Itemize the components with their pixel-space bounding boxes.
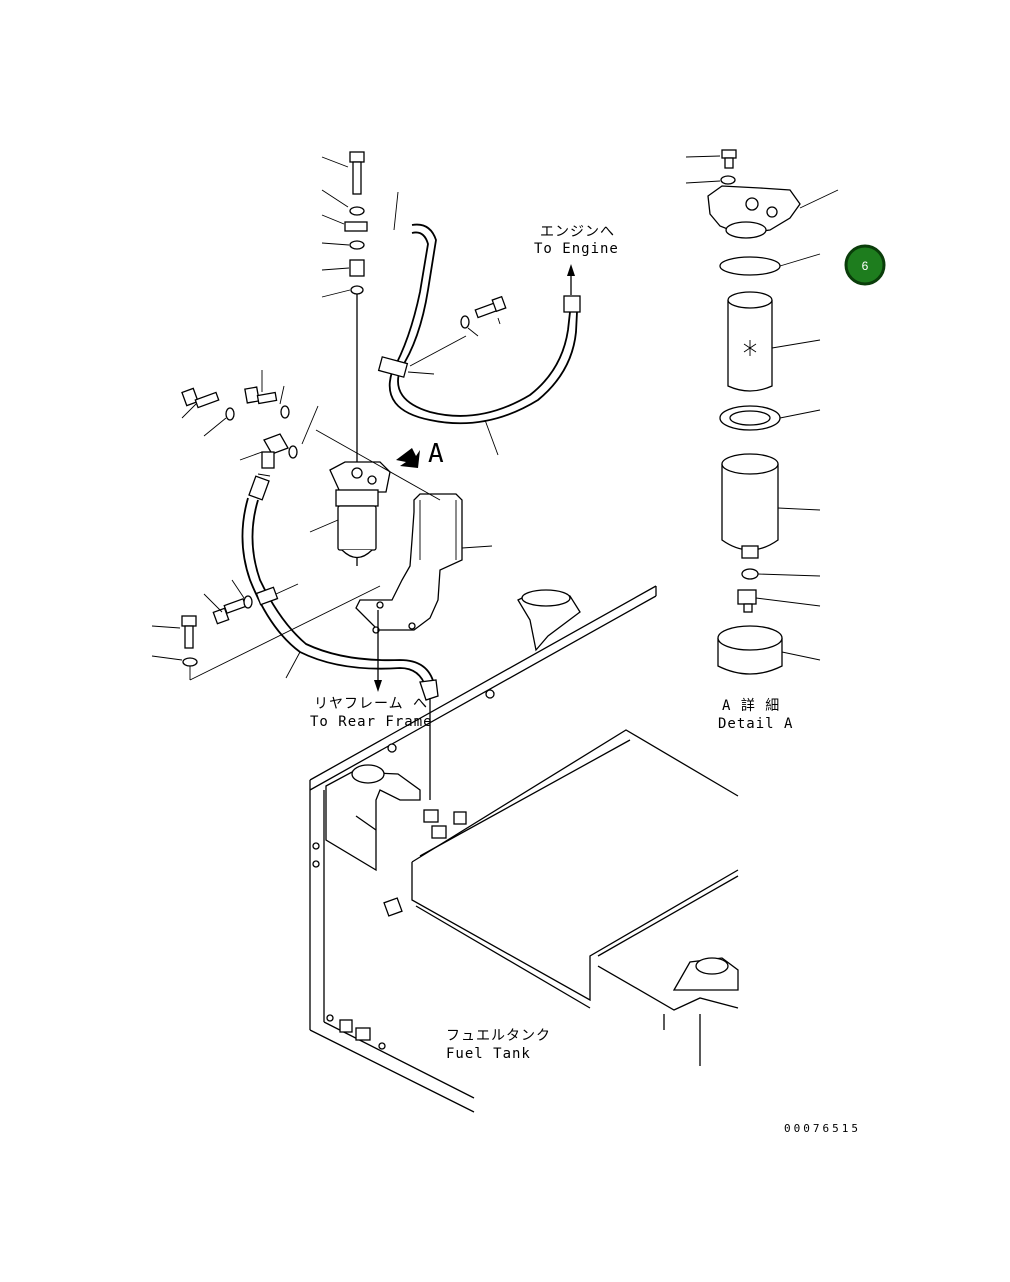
to-rear-frame-label-jp: リヤフレーム へ	[314, 696, 428, 712]
to-engine-label-en: To Engine	[534, 241, 619, 257]
to-rear-frame-label-en: To Rear Frame	[310, 714, 433, 730]
view-arrow-a: A	[396, 439, 445, 469]
fuel-tank	[309, 585, 739, 1113]
fuel-tank-label-jp: フュエルタンク	[446, 1028, 551, 1044]
callout-badge[interactable]: 6	[844, 244, 886, 286]
clamp-bolt	[460, 295, 507, 337]
view-marker-label: A	[428, 439, 445, 469]
to-engine-label-jp: エンジンへ	[540, 224, 615, 240]
drawing-number: 00076515	[784, 1122, 861, 1135]
fuel-tank-label-en: Fuel Tank	[446, 1046, 531, 1062]
bracket-bolts-left	[151, 579, 381, 681]
filter-mount-bolt-stack	[321, 151, 399, 470]
detail-a-label-en: Detail A	[718, 716, 793, 732]
fuel-filter-assembly	[309, 461, 391, 566]
fitting-parts-left	[181, 370, 319, 477]
filter-bracket	[315, 429, 493, 692]
detail-a-exploded-filter	[685, 149, 839, 675]
rear-frame-fuel-hose	[241, 475, 439, 800]
detail-a-label-jp: A 詳 細	[722, 698, 780, 714]
callout-badge-number: 6	[862, 259, 869, 273]
engine-fuel-hose	[377, 223, 581, 456]
